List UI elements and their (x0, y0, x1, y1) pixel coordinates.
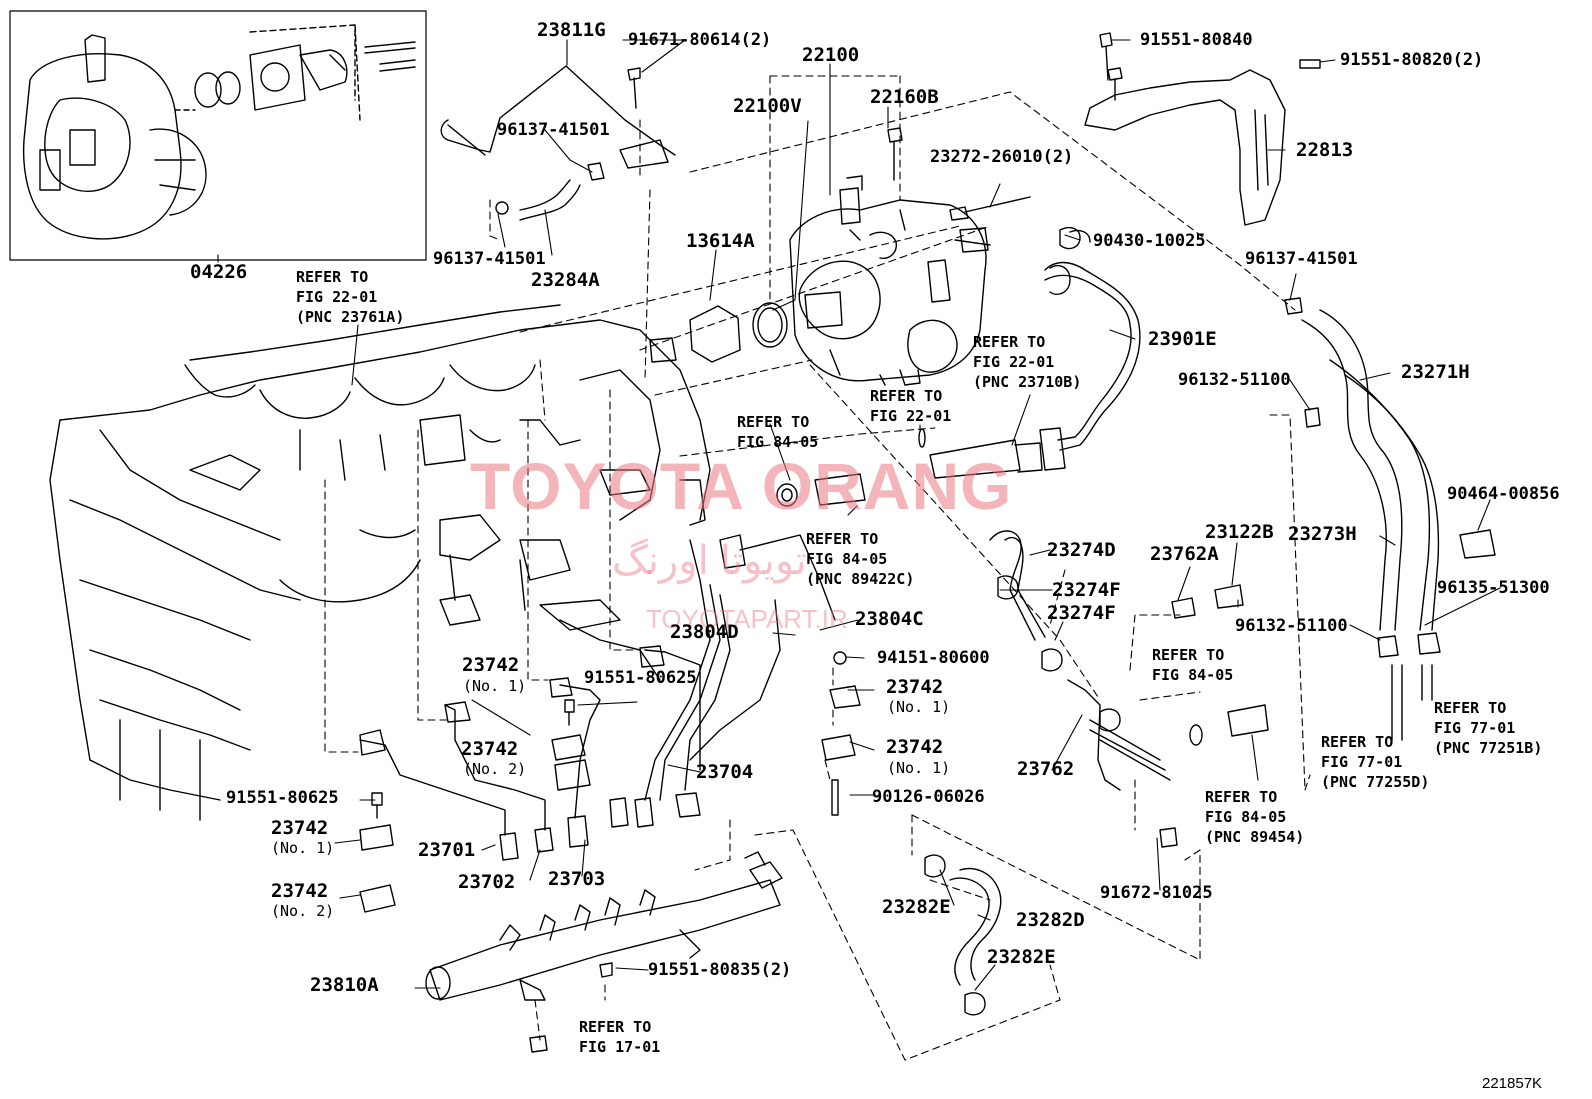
part-label-96135-51300: 96135-51300 (1437, 578, 1550, 598)
part-label-23742-a: 23742 (462, 654, 520, 676)
part-label-91672-81025: 91672-81025 (1100, 883, 1213, 903)
part-label-23742-e: 23742 (271, 817, 329, 839)
part-label-94151-80600: 94151-80600 (877, 648, 990, 668)
part-label-96137-41501-lower: 96137-41501 (433, 249, 546, 269)
part-label-23804C: 23804C (855, 608, 924, 630)
part-label-23703: 23703 (548, 868, 606, 890)
part-sub-no1-d: (No. 1) (887, 759, 951, 777)
inset-pump-illustration (9, 10, 427, 261)
part-label-23282D: 23282D (1016, 909, 1085, 931)
diagram-reference-id: 221857K (1482, 1075, 1543, 1092)
part-label-23701: 23701 (418, 839, 476, 861)
refer-note-fig-84-05-89422C: REFER TO FIG 84-05 (PNC 89422C) (806, 530, 915, 588)
part-sub-no2-f: (No. 2) (271, 902, 335, 920)
part-label-23901E: 23901E (1148, 328, 1217, 350)
part-label-23274F-upper: 23274F (1052, 579, 1121, 601)
part-label-23742-b: 23742 (886, 676, 944, 698)
supply-pump-22100 (789, 175, 991, 386)
part-label-13614A: 13614A (686, 230, 755, 252)
part-label-91551-80835: 91551-80835(2) (648, 960, 792, 980)
part-label-23742-d: 23742 (886, 736, 944, 758)
part-label-23704: 23704 (696, 761, 754, 783)
part-label-96132-51100-lower: 96132-51100 (1235, 616, 1348, 636)
part-label-23810A: 23810A (310, 974, 379, 996)
part-label-90126-06026: 90126-06026 (872, 787, 985, 807)
part-label-04226: 04226 (190, 261, 248, 283)
refer-note-fig-22-01: REFER TO FIG 22-01 (870, 387, 952, 425)
part-label-23274D: 23274D (1047, 539, 1116, 561)
leader-lines (217, 39, 1501, 991)
part-label-96137-41501-upper: 96137-41501 (497, 120, 610, 140)
refer-note-fig-84-05-a: REFER TO FIG 84-05 (737, 413, 819, 451)
part-label-23273H: 23273H (1288, 523, 1357, 545)
part-label-23702: 23702 (458, 871, 516, 893)
part-sub-no1-a: (No. 1) (463, 677, 527, 695)
fuel-line-parts (359, 32, 1496, 1053)
part-label-23762: 23762 (1017, 758, 1075, 780)
part-label-91551-80625-upper: 91551-80625 (584, 668, 697, 688)
refer-note-fig-22-01-23710B: REFER TO FIG 22-01 (PNC 23710B) (973, 333, 1082, 391)
dashed-guide-lines (324, 75, 1311, 1061)
part-label-91671-80614: 91671-80614(2) (628, 30, 772, 50)
part-label-23762A: 23762A (1150, 543, 1219, 565)
part-label-23122B: 23122B (1205, 521, 1274, 543)
part-label-23811G: 23811G (537, 19, 606, 41)
part-label-23742-f: 23742 (271, 880, 329, 902)
refer-note-fig-84-05-b: REFER TO FIG 84-05 (1152, 646, 1234, 684)
part-label-96132-51100-upper: 96132-51100 (1178, 370, 1291, 390)
part-label-96137-41501-right: 96137-41501 (1245, 249, 1358, 269)
refer-note-fig-17-01: REFER TO FIG 17-01 (579, 1018, 661, 1056)
refer-note-fig-77-01-77251B: REFER TO FIG 77-01 (PNC 77251B) (1434, 699, 1543, 757)
part-sub-no1-b: (No. 1) (887, 698, 951, 716)
refer-note-fig-77-01-77255D: REFER TO FIG 77-01 (PNC 77255D) (1321, 733, 1430, 791)
refer-note-fig-22-01-23761A: REFER TO FIG 22-01 (PNC 23761A) (296, 268, 405, 326)
part-label-22160B: 22160B (870, 86, 939, 108)
part-label-91551-80840: 91551-80840 (1140, 30, 1253, 50)
part-label-23282E-lower: 23282E (987, 946, 1056, 968)
part-sub-no2-c: (No. 2) (463, 760, 527, 778)
part-label-23742-c: 23742 (461, 738, 519, 760)
part-sub-no1-e: (No. 1) (271, 839, 335, 857)
engine-block (49, 304, 711, 821)
part-label-90430-10025: 90430-10025 (1093, 231, 1206, 251)
part-label-90464-00856: 90464-00856 (1447, 484, 1560, 504)
part-label-23274F-lower: 23274F (1047, 602, 1116, 624)
part-label-23284A: 23284A (531, 269, 600, 291)
refer-note-fig-84-05-89454: REFER TO FIG 84-05 (PNC 89454) (1205, 788, 1305, 846)
part-label-22813: 22813 (1296, 139, 1354, 161)
part-label-22100: 22100 (802, 44, 860, 66)
part-label-23272-26010: 23272-26010(2) (930, 147, 1074, 167)
part-label-23804D: 23804D (670, 621, 739, 643)
part-label-23282E-upper: 23282E (882, 896, 951, 918)
part-label-23271H: 23271H (1401, 361, 1470, 383)
part-label-91551-80625-lower: 91551-80625 (226, 788, 339, 808)
part-label-91551-80820: 91551-80820(2) (1340, 50, 1484, 70)
part-label-22100V: 22100V (733, 95, 802, 117)
